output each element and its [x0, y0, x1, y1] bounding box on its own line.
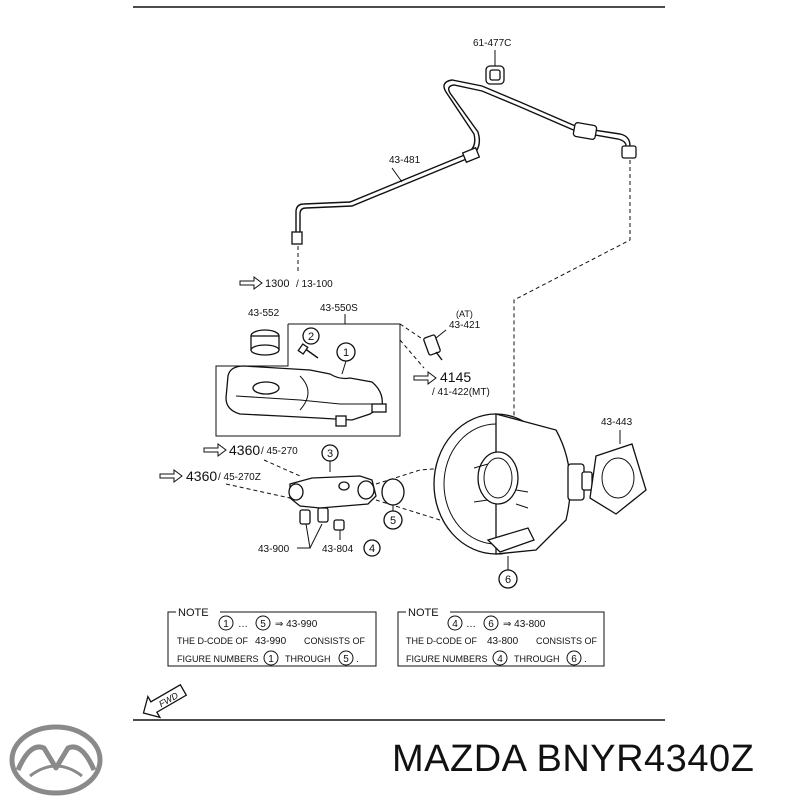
- svg-text:4: 4: [497, 654, 503, 665]
- label-cap: 43-552: [248, 308, 280, 319]
- reservoir-cap: [250, 329, 280, 356]
- ref2-sub: / 41-422(MT): [432, 387, 490, 398]
- svg-text:6: 6: [488, 619, 494, 630]
- callout-6-label: 6: [505, 574, 511, 586]
- note-left-code: ⇒ 43-990: [275, 619, 318, 630]
- brake-pipe: [291, 79, 637, 245]
- svg-text:…: …: [238, 619, 248, 630]
- master-cylinder: [288, 475, 377, 531]
- note-right: NOTE 4 … 6 ⇒ 43-800 THE D-CODE OF 43-800…: [397, 604, 605, 667]
- note-left: NOTE 1 … 5 ⇒ 43-990 THE D-CODE OF 43-990…: [167, 604, 377, 667]
- dash-refs-to-cylinder: [225, 459, 301, 499]
- label-hose-clip: 61-477C: [473, 38, 511, 49]
- note-left-title: NOTE: [178, 607, 209, 619]
- dash-pipe-to-booster: [513, 160, 631, 440]
- gasket: [589, 443, 647, 515]
- svg-text:THROUGH: THROUGH: [514, 654, 560, 664]
- svg-text:…: …: [466, 619, 476, 630]
- callout-3-label: 3: [327, 448, 333, 460]
- svg-text:.: .: [356, 654, 359, 665]
- footer-part-number: BNYR4340Z: [536, 738, 755, 780]
- footer-part-label: MAZDA BNYR4340Z: [392, 738, 754, 781]
- reservoir-tank: [225, 365, 387, 427]
- label-valve: 43-900: [258, 544, 290, 555]
- callout-4-label: 4: [369, 543, 375, 555]
- note-right-title: NOTE: [408, 607, 439, 619]
- svg-text:FIGURE NUMBERS: FIGURE NUMBERS: [406, 654, 488, 664]
- svg-text:4: 4: [452, 619, 458, 630]
- svg-text:THE D-CODE OF: THE D-CODE OF: [406, 636, 478, 646]
- callout-1-label: 1: [343, 347, 349, 359]
- mazda-logo: [9, 724, 103, 796]
- label-gasket: 43-443: [601, 417, 633, 428]
- leader-brake-pipe: [391, 167, 403, 183]
- svg-text:.: .: [584, 654, 587, 665]
- pointing-hand-icon: [239, 276, 263, 290]
- svg-text:43-990: 43-990: [255, 636, 287, 647]
- label-switch-at: (AT): [456, 309, 473, 319]
- callout-5-label: 5: [390, 515, 396, 527]
- label-switch-code: 43-421: [449, 320, 481, 331]
- ref1-sub: / 13-100: [296, 279, 333, 290]
- o-ring: [381, 478, 405, 506]
- ref2-main: 4145: [440, 369, 471, 385]
- label-reservoir-assy: 43-550S: [320, 303, 358, 314]
- brake-booster: [433, 413, 593, 555]
- ref4-sub: / 45-270Z: [218, 472, 261, 483]
- reference-4145: 4145 / 41-422(MT): [413, 369, 490, 398]
- screw: [297, 343, 319, 359]
- label-nut: 43-804: [322, 544, 354, 555]
- svg-text:43-800: 43-800: [487, 636, 519, 647]
- fluid-level-switch: [423, 334, 443, 361]
- svg-text:1: 1: [268, 654, 274, 665]
- svg-text:CONSISTS OF: CONSISTS OF: [304, 636, 366, 646]
- pointing-hand-icon: [203, 443, 227, 457]
- ref4-main: 4360: [186, 468, 217, 484]
- ref3-main: 4360: [229, 442, 260, 458]
- label-brake-pipe: 43-481: [389, 155, 421, 166]
- svg-text:FIGURE NUMBERS: FIGURE NUMBERS: [177, 654, 259, 664]
- svg-text:5: 5: [260, 619, 266, 630]
- dash-reservoir-to-switch: [399, 323, 425, 369]
- svg-text:CONSISTS OF: CONSISTS OF: [536, 636, 598, 646]
- reference-4360-a: 4360 / 45-270: [203, 442, 298, 458]
- hose-clip: [485, 50, 505, 85]
- forward-arrow-icon: FWD: [142, 683, 188, 719]
- callout-4: [363, 539, 381, 557]
- svg-text:1: 1: [223, 619, 229, 630]
- ref1-main: 1300: [265, 278, 289, 290]
- pointing-hand-icon: [413, 371, 437, 385]
- svg-text:THROUGH: THROUGH: [285, 654, 331, 664]
- callout-2: [302, 327, 320, 345]
- svg-text:5: 5: [343, 654, 349, 665]
- leader-valve: [297, 523, 323, 549]
- footer-brand: MAZDA: [392, 738, 526, 780]
- svg-text:THE D-CODE OF: THE D-CODE OF: [177, 636, 249, 646]
- reference-1300: 1300 / 13-100: [239, 276, 333, 290]
- callout-2-label: 2: [308, 331, 314, 343]
- svg-text:6: 6: [571, 654, 577, 665]
- note-right-code: ⇒ 43-800: [503, 619, 546, 630]
- ref3-sub: / 45-270: [261, 446, 298, 457]
- reference-4360-b: 4360 / 45-270Z: [159, 468, 261, 484]
- pointing-hand-icon: [159, 469, 183, 483]
